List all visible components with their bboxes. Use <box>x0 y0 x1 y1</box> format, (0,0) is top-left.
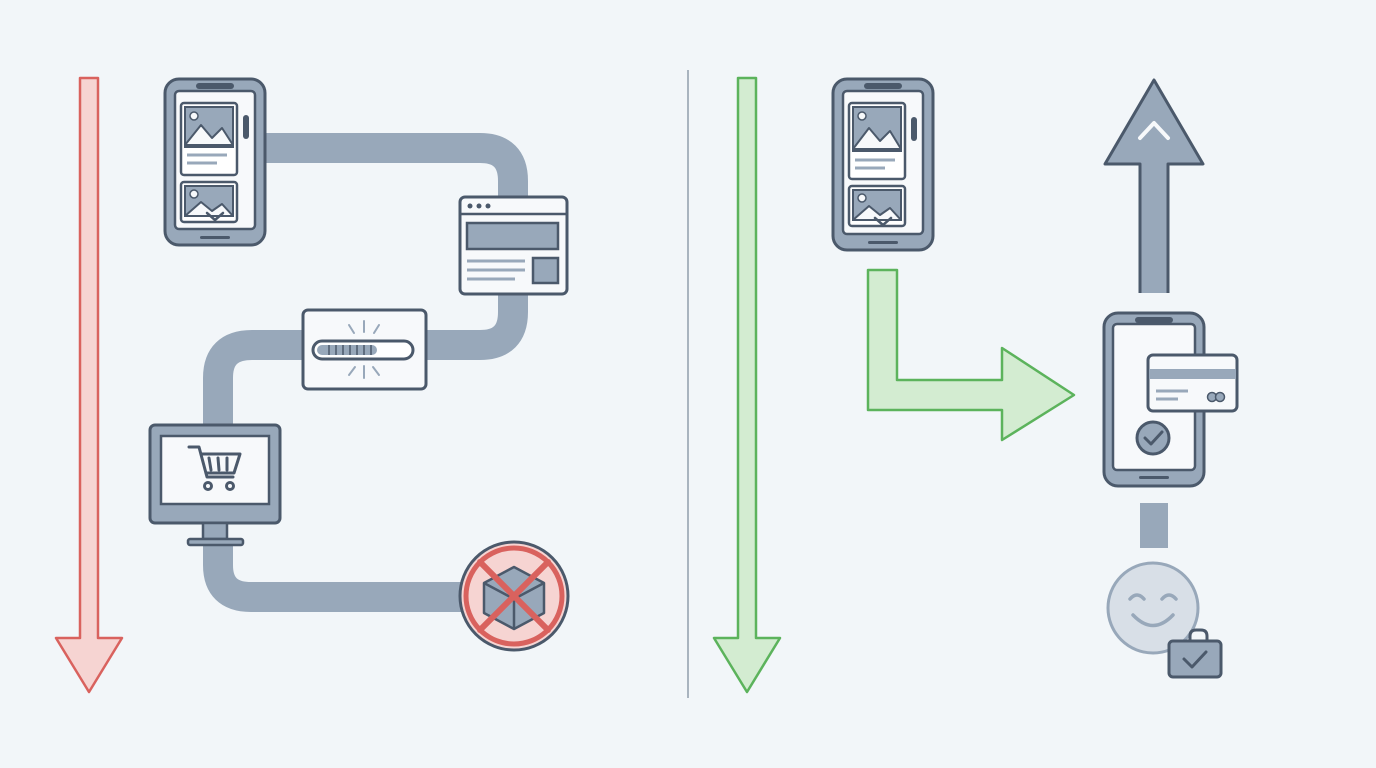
browser-window-icon <box>458 195 569 296</box>
green-down-arrow <box>712 76 782 694</box>
fragmented-path <box>203 133 528 612</box>
smiley-icon <box>1106 561 1200 655</box>
shopping-cart-icon <box>187 445 242 491</box>
red-down-arrow <box>54 76 124 694</box>
phone-feed-icon <box>163 77 267 247</box>
left-panel <box>54 76 570 694</box>
payment-phone-icon <box>1102 311 1239 488</box>
shopping-bag-check-icon <box>1167 628 1223 679</box>
cancelled-package-icon <box>458 540 570 652</box>
credit-card-icon <box>1146 353 1239 413</box>
loading-bar-icon <box>301 308 428 391</box>
desktop-monitor-icon <box>148 423 282 547</box>
up-arrow-icon <box>1103 78 1205 293</box>
green-right-arrow <box>866 268 1076 442</box>
phone-feed-icon <box>831 77 935 252</box>
connector-bar <box>1140 503 1168 548</box>
checkmark-icon <box>1135 420 1171 456</box>
right-panel <box>712 76 1239 694</box>
